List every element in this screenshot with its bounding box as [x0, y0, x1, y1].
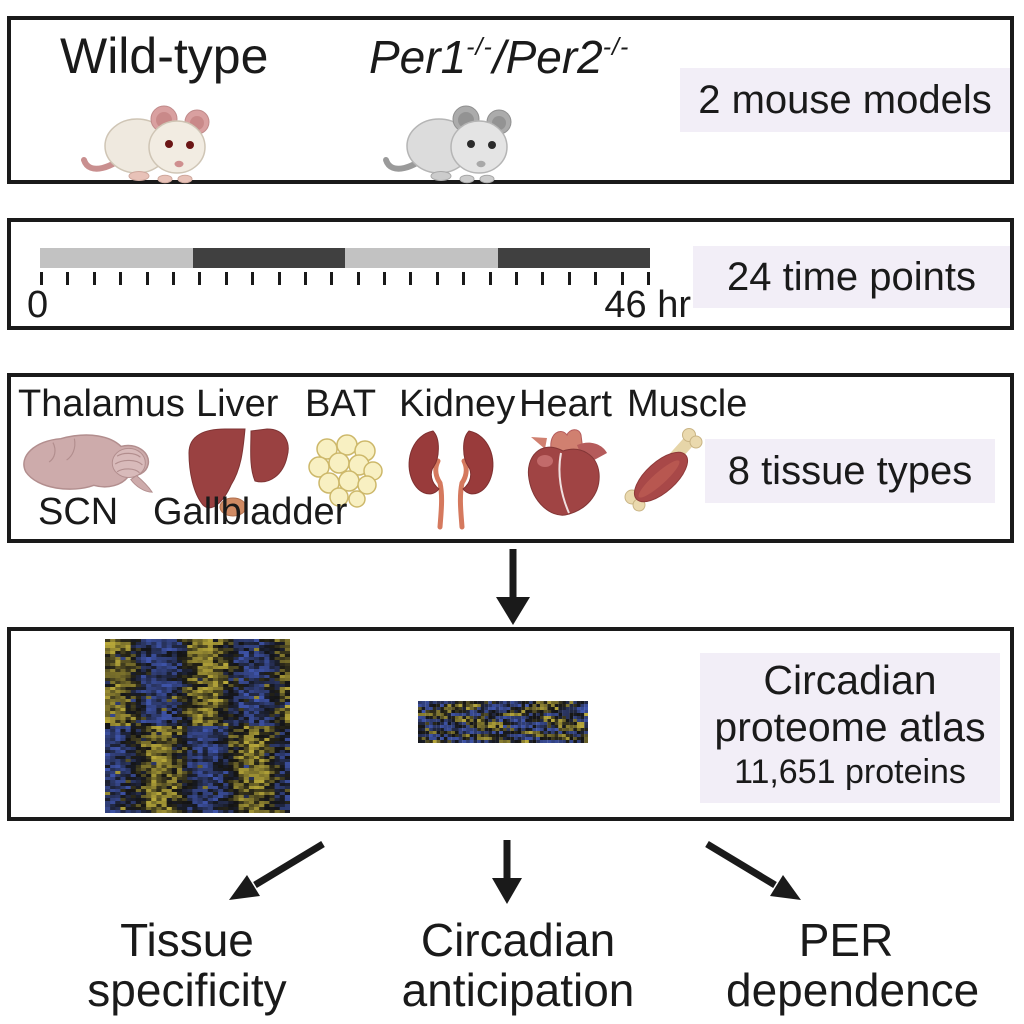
arrow-right-icon — [705, 841, 801, 900]
timeline-segment-light — [40, 248, 193, 268]
outcome-per-dependence: PER dependence — [726, 914, 980, 1016]
outcome-middle-line1: Circadian — [420, 914, 616, 966]
panel-time-points: 0 46 hr 24 time points — [7, 218, 1014, 330]
atlas-badge-line2: proteome atlas — [714, 704, 986, 750]
tissue-types-badge: 8 tissue types — [705, 439, 995, 503]
outcome-tissue-specificity: Tissue specificity — [87, 915, 287, 1015]
timeline-tick — [251, 272, 255, 285]
heatmap-large — [105, 639, 290, 813]
timeline-tick — [119, 272, 123, 285]
outcome-middle-line2: anticipation — [401, 964, 635, 1016]
brain-icon — [23, 434, 154, 493]
tissue-label-scn: SCN — [38, 491, 119, 533]
mouse-models-badge: 2 mouse models — [680, 68, 1010, 132]
kidneys-icon — [408, 430, 494, 530]
timeline-tick — [435, 272, 439, 285]
arrow-middle-icon — [492, 840, 522, 904]
wild-type-mouse-icon — [81, 105, 210, 184]
outcome-circadian-anticipation: Circadian anticipation — [398, 915, 638, 1015]
time-points-badge: 24 time points — [693, 246, 1010, 308]
atlas-badge-line1: Circadian — [763, 657, 937, 703]
timeline-tick — [620, 272, 624, 285]
knockout-separator: / — [492, 31, 506, 83]
timeline-tick — [646, 272, 650, 285]
tissue-label-bat: BAT — [305, 383, 377, 425]
timeline-segment-light — [345, 248, 498, 268]
heatmap-small — [418, 701, 588, 743]
panel-proteome-atlas: Circadian proteome atlas 11,651 proteins — [7, 627, 1014, 821]
tissue-label-thalamus: Thalamus — [18, 383, 185, 425]
knockout-sup2: -/- — [602, 33, 630, 61]
timeline-tick — [330, 272, 334, 285]
timeline-tick — [303, 272, 307, 285]
down-arrow-icon — [496, 549, 530, 625]
timeline-tick — [383, 272, 387, 285]
tissue-label-liver: Liver — [196, 383, 279, 425]
timeline-tick — [198, 272, 202, 285]
outcome-left-line2: specificity — [87, 964, 287, 1016]
timeline-bar — [40, 248, 650, 268]
timeline-tick — [66, 272, 70, 285]
tissue-label-muscle: Muscle — [627, 383, 748, 425]
timeline-tick — [541, 272, 545, 285]
timeline-tick — [488, 272, 492, 285]
timeline-segment-dark — [497, 248, 650, 268]
timeline-tick — [171, 272, 175, 285]
knockout-mouse-icon — [383, 105, 512, 184]
atlas-badge-line3: 11,651 proteins — [734, 753, 966, 791]
muscle-icon — [624, 428, 703, 512]
heart-icon — [527, 429, 607, 516]
wild-type-label: Wild-type — [60, 28, 269, 84]
fat-cells-icon — [308, 434, 383, 508]
outcome-right-line1: PER — [798, 914, 894, 966]
timeline-tick — [515, 272, 519, 285]
timeline-end-label: 46 hr — [604, 284, 691, 326]
timeline-tick — [356, 272, 360, 285]
knockout-label: Per1-/-/Per2-/- — [369, 33, 629, 81]
proteome-atlas-badge: Circadian proteome atlas 11,651 proteins — [700, 653, 1000, 803]
outcome-right-line2: dependence — [726, 964, 980, 1016]
liver-icon — [188, 428, 289, 517]
timeline-start-label: 0 — [27, 284, 49, 326]
timeline-tick — [409, 272, 413, 285]
arrow-left-icon — [229, 841, 325, 900]
timeline-ticks — [40, 272, 650, 285]
timeline-tick — [462, 272, 466, 285]
timeline-tick — [277, 272, 281, 285]
panel-tissue-types: Thalamus Liver BAT Kidney Heart Muscle — [7, 373, 1014, 543]
knockout-sup1: -/- — [466, 33, 493, 61]
tissue-label-heart: Heart — [519, 383, 612, 425]
timeline-tick — [567, 272, 571, 285]
tissue-label-kidney: Kidney — [399, 383, 516, 425]
timeline-tick — [92, 272, 96, 285]
timeline-tick — [40, 272, 43, 285]
outcome-left-line1: Tissue — [120, 914, 254, 966]
knockout-gene1: Per1 — [369, 31, 467, 83]
timeline-tick — [594, 272, 598, 285]
panel-mouse-models: Wild-type Per1-/-/Per2-/- — [7, 16, 1014, 184]
timeline-segment-dark — [192, 248, 345, 268]
knockout-gene2: Per2 — [505, 31, 603, 83]
tissue-label-gallbladder: Gallbladder — [153, 491, 348, 533]
timeline-tick — [224, 272, 228, 285]
timeline-tick — [145, 272, 149, 285]
